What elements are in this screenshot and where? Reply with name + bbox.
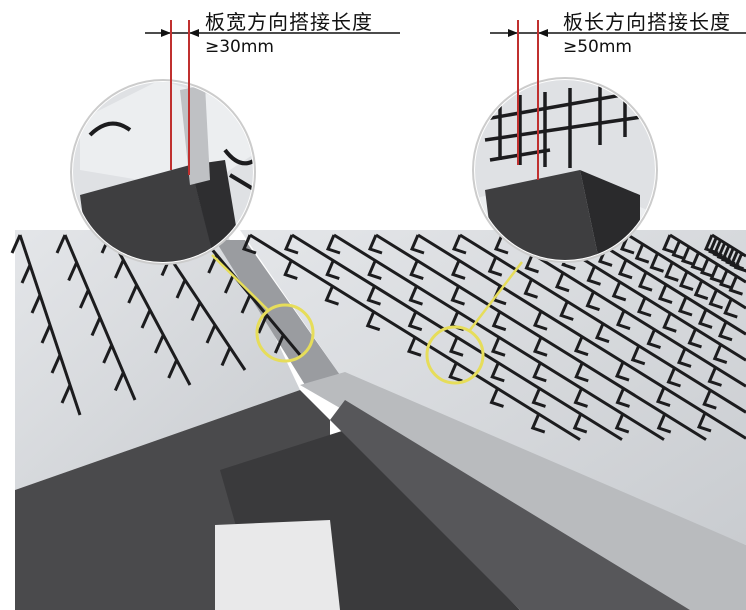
rebar-truss xyxy=(493,233,746,388)
left-detail-magnifier xyxy=(70,79,256,265)
rebar-truss xyxy=(283,233,623,441)
rebar-truss xyxy=(10,234,82,416)
rebar-truss xyxy=(241,233,581,441)
right-leader-line xyxy=(469,261,523,331)
width-direction-lap-value: ≥30mm xyxy=(205,37,274,57)
width-direction-lap-label: 板宽方向搭接长度 xyxy=(205,10,373,34)
rebar-truss xyxy=(661,233,746,296)
rebar-truss xyxy=(619,233,746,319)
length-direction-lap-value: ≥50mm xyxy=(563,37,632,57)
beam-side-right xyxy=(330,400,690,610)
left-highlight-circle xyxy=(255,303,315,363)
rebar-truss xyxy=(451,233,746,414)
rebar-truss xyxy=(55,234,137,401)
length-direction-lap-label: 板长方向搭接长度 xyxy=(563,10,731,34)
right-detail-magnifier xyxy=(472,77,658,263)
rebar-truss xyxy=(703,233,746,273)
left-dimension xyxy=(145,20,400,175)
rebar-truss xyxy=(367,233,707,441)
floor-scene xyxy=(10,230,746,610)
right-highlight-circle xyxy=(425,325,485,385)
beam-inner-corner xyxy=(215,520,340,610)
right-dimension xyxy=(490,20,746,180)
beam-top-right xyxy=(300,372,746,610)
left-leader-line xyxy=(211,254,269,311)
